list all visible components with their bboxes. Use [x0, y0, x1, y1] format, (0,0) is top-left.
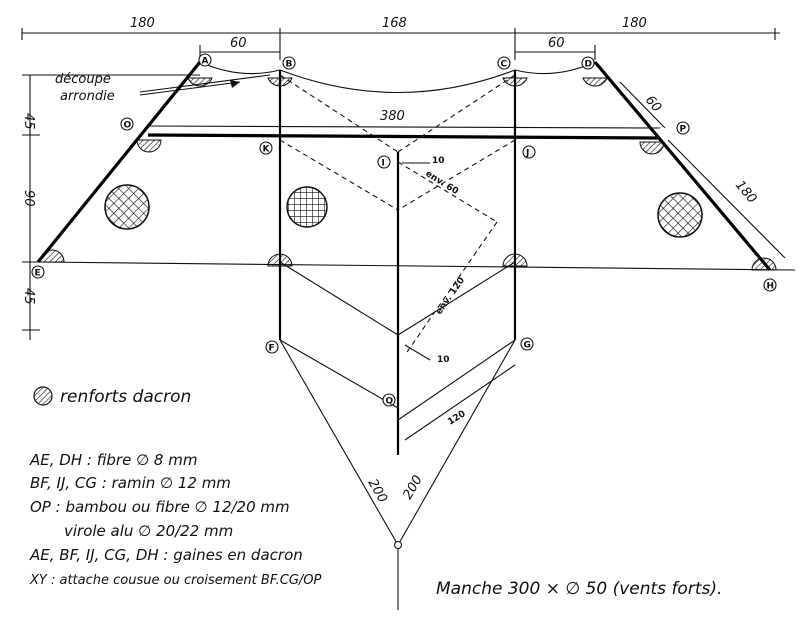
cut-note: découpe arrondie: [55, 72, 271, 104]
legend-line-2: BF, IJ, CG : ramin ∅ 12 mm: [30, 474, 231, 492]
point-h: H: [767, 282, 775, 292]
legend-line-4: virole alu ∅ 20/22 mm: [64, 522, 233, 540]
legend-line-1: AE, DH : fibre ∅ 8 mm: [29, 451, 197, 469]
top-edge: [199, 61, 596, 94]
point-i: I: [382, 159, 385, 169]
window-left: [104, 184, 150, 230]
dim-top-left: 180: [130, 16, 155, 31]
cross-dimension: 380: [147, 109, 661, 129]
dim-lower-diag: env. 120: [434, 276, 467, 317]
trailing-edge: [37, 261, 796, 271]
point-labels: A B C D E F G H I J K O P Q: [31, 53, 777, 407]
window-right: [657, 192, 703, 238]
dim-q-diag: 120: [446, 409, 467, 427]
cd-dimension: 60: [515, 36, 596, 60]
dim-right-seg: 60: [642, 93, 664, 115]
legend-renforts: renforts dacron: [60, 387, 191, 407]
right-dimension: 60 180: [619, 81, 786, 259]
dim-ab: 60: [230, 36, 247, 51]
top-dimension: 180 168 180: [21, 16, 780, 60]
window-center: [286, 186, 328, 228]
dim-left-mid: 90: [21, 190, 36, 207]
dim-bridle-l: 200: [365, 477, 390, 506]
reinforcement-icon: [33, 386, 53, 406]
spar-op: [147, 133, 661, 140]
dim-i-off: 10: [432, 156, 445, 166]
spar-ae: [36, 60, 202, 264]
dim-left-top: 45: [21, 113, 36, 130]
dim-bridle-r: 200: [400, 473, 425, 502]
legend-line-5: AE, BF, IJ, CG, DH : gaines en dacron: [29, 546, 303, 564]
dim-left-bot: 45: [21, 288, 36, 305]
point-c: C: [501, 60, 508, 70]
reinforcements: [39, 77, 777, 271]
point-f: F: [269, 344, 275, 354]
i-notes: 10 env. 60 env. 120: [402, 156, 467, 317]
left-dimension: 45 90 45: [21, 74, 200, 340]
point-a: A: [202, 57, 209, 67]
dim-top-right: 180: [622, 16, 647, 31]
legend: renforts dacron AE, DH : fibre ∅ 8 mm BF…: [29, 386, 722, 599]
label-arrondie: arrondie: [60, 89, 115, 104]
point-e: E: [35, 269, 41, 279]
legend-line-6: XY : attache cousue ou croisement BF.CG/…: [29, 573, 322, 588]
spar-dh: [593, 60, 772, 272]
dim-i-diag: env. 60: [423, 169, 459, 197]
legend-manche: Manche 300 × ∅ 50 (vents forts).: [436, 579, 722, 599]
point-q: Q: [386, 397, 394, 407]
point-p: P: [680, 125, 687, 135]
point-k: K: [263, 145, 271, 155]
legend-line-3: OP : bambou ou fibre ∅ 12/20 mm: [30, 498, 290, 516]
dim-right-long: 180: [732, 178, 759, 207]
ab-dimension: 60: [199, 36, 280, 60]
dim-cd: 60: [548, 36, 565, 51]
label-decoupe: découpe: [55, 72, 111, 87]
dim-q-off: 10: [437, 355, 450, 365]
point-j: J: [525, 149, 529, 159]
point-o: O: [124, 121, 132, 131]
dim-cross: 380: [380, 109, 405, 124]
point-g: G: [524, 341, 531, 351]
point-d: D: [585, 60, 592, 70]
dashed-guides: [279, 74, 516, 356]
dim-top-mid: 168: [382, 16, 407, 31]
point-b: B: [286, 60, 293, 70]
